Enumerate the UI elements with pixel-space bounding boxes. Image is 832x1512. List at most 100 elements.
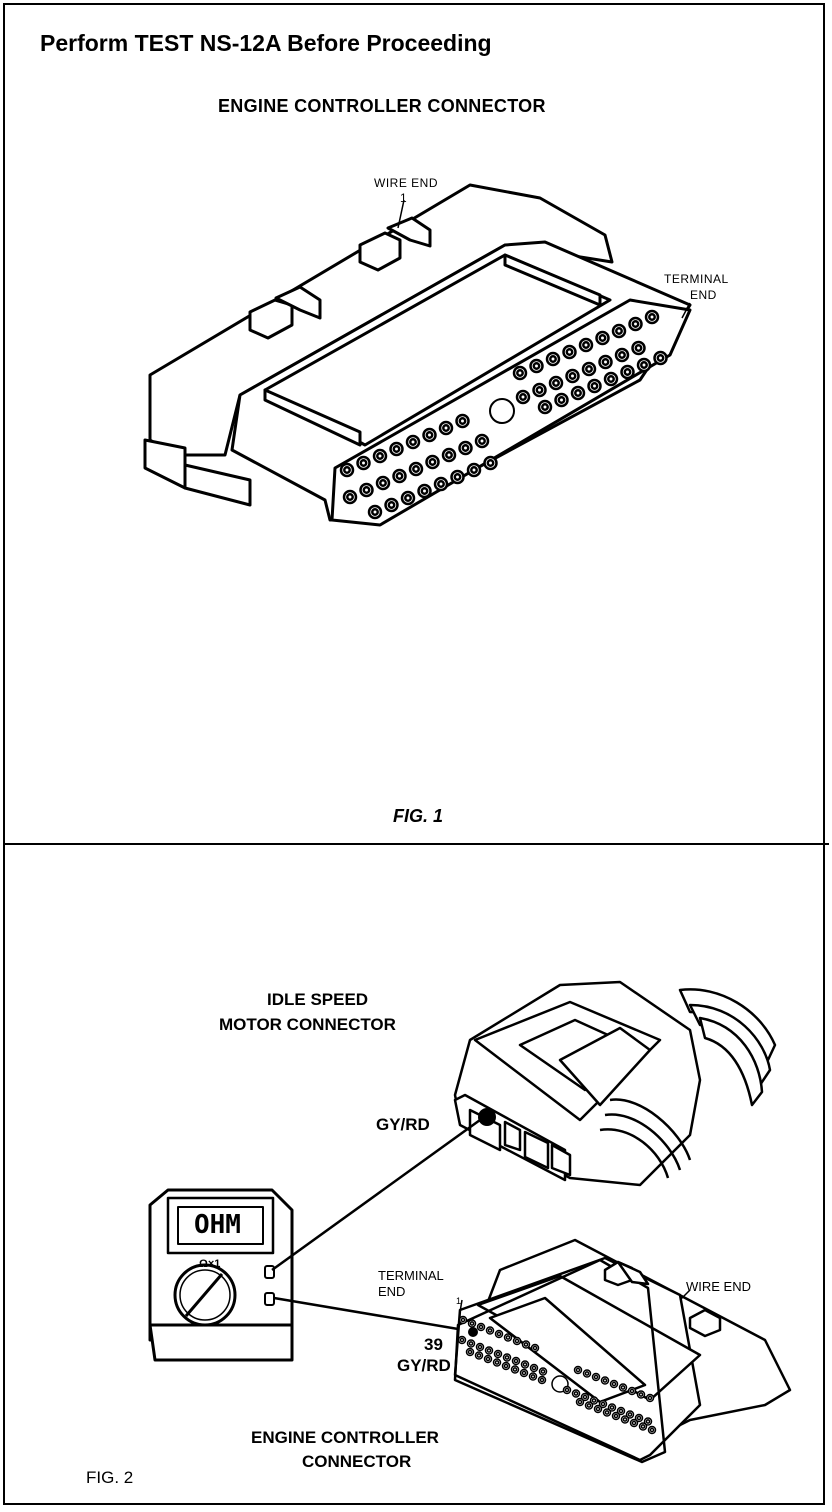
terminal-pin-center (516, 369, 524, 377)
fig1-terminal-end-label: END (690, 288, 717, 302)
meter-display: OHM (194, 1210, 241, 1240)
terminal-pin-center (627, 1412, 633, 1417)
page-border (3, 3, 825, 1505)
terminal-pin-center (461, 444, 470, 452)
terminal-pin-center (552, 379, 560, 387)
terminal-pin-center (535, 386, 544, 394)
terminal-pin-center (485, 1356, 491, 1362)
terminal-pin-center (618, 351, 626, 359)
terminal-pin-center (459, 1337, 465, 1343)
fig2-terminal-end-label: END (378, 1284, 406, 1299)
terminal-pin-center (532, 362, 541, 370)
fig1-caption: FIG. 1 (393, 806, 444, 826)
terminal-pin-center (346, 493, 354, 501)
terminal-pin-center (640, 1424, 646, 1429)
terminal-pin-center (634, 344, 643, 352)
terminal-pin-center (496, 1331, 502, 1337)
terminal-pin-center (519, 393, 527, 401)
terminal-pin-center (645, 1419, 651, 1424)
fig2-caption: FIG. 2 (86, 1468, 134, 1487)
terminal-pin-center (425, 431, 434, 439)
terminal-pin-center (371, 508, 379, 516)
terminal-pin-center (574, 389, 582, 397)
idle-speed-label-2: MOTOR CONNECTOR (219, 1015, 396, 1034)
terminal-pin-center (514, 1338, 520, 1344)
terminal-pin-center (586, 1403, 592, 1408)
gyrd-top-label: GY/RD (376, 1115, 430, 1134)
terminal-pin-center (404, 494, 412, 502)
idle-speed-label-1: IDLE SPEED (267, 990, 369, 1009)
terminal-pin-center (622, 1417, 628, 1422)
gyrd-bottom-label: GY/RD (397, 1356, 451, 1375)
terminal-pin-center (522, 1362, 528, 1367)
terminal-pin-center (584, 1371, 590, 1376)
terminal-pin-center (478, 1324, 484, 1330)
terminal-pin-center (478, 437, 486, 445)
terminal-pin-center (460, 1317, 466, 1323)
terminal-pin-center (541, 403, 549, 411)
controller-label-1: ENGINE CONTROLLER (251, 1428, 439, 1447)
terminal-pin-center (486, 459, 495, 467)
terminal-pin-center (531, 1365, 537, 1371)
terminal-pin-center (387, 501, 396, 509)
terminal-pin-center (611, 1381, 617, 1387)
terminal-pin-center (595, 1406, 601, 1412)
terminal-pin-center (598, 334, 607, 342)
terminal-pin-center (409, 438, 417, 446)
terminal-pin-center (602, 1378, 608, 1383)
terminal-pin-center (530, 1374, 536, 1379)
terminal-pin-center (343, 466, 351, 474)
terminal-pin-center (620, 1385, 626, 1390)
terminal-pin-center (539, 1377, 545, 1383)
terminal-pin-center (420, 487, 429, 495)
terminal-pin-center (623, 368, 632, 376)
idle-speed-motor-connector (453, 980, 777, 1187)
terminal-pin-center (477, 1344, 483, 1350)
terminal-pin-center (412, 465, 420, 473)
fig2-engine-controller-connector (453, 1238, 792, 1464)
terminal-pin-center (512, 1367, 518, 1372)
test-lead-top (271, 1118, 481, 1272)
terminal-pin-center (521, 1370, 527, 1376)
terminal-pin-center (359, 459, 368, 467)
terminal-pin-center (428, 458, 437, 466)
fig2-wire-end-label: WIRE END (686, 1279, 751, 1294)
terminal-pin-center (467, 1349, 473, 1355)
terminal-pin-center (607, 375, 615, 383)
test-lead-bottom (273, 1296, 471, 1333)
terminal-pin-center (591, 1398, 597, 1403)
terminal-pin-center (379, 479, 387, 487)
terminal-pin-center (476, 1353, 482, 1358)
terminal-pin-center (494, 1360, 500, 1365)
terminal-pin-center (582, 341, 590, 349)
controller-label-2: CONNECTOR (302, 1452, 412, 1471)
terminal-pin-center (609, 1405, 615, 1410)
fig1-terminal-pins (339, 309, 668, 520)
terminal-pin-center (445, 451, 453, 459)
pin-39-label: 39 (424, 1335, 443, 1354)
fig2-terminal-label: TERMINAL (378, 1268, 444, 1283)
terminal-pin-center (638, 1392, 644, 1397)
fig1-terminal-label: TERMINAL (664, 272, 729, 286)
meter-range-label: Ω×1 (199, 1258, 221, 1270)
terminal-pin-center (577, 1399, 583, 1405)
terminal-pin-center (640, 361, 648, 369)
terminal-pin-center (395, 472, 404, 480)
ohmmeter (148, 1188, 294, 1362)
terminal-pin-center (540, 1369, 546, 1374)
terminal-pin-center (487, 1328, 493, 1333)
terminal-pin-center (648, 313, 656, 321)
terminal-pin-center (470, 466, 478, 474)
terminal-pin-center (618, 1408, 624, 1414)
terminal-pin-center (649, 1427, 655, 1433)
page-title: Perform TEST NS-12A Before Proceeding (40, 30, 492, 56)
terminal-pin-center (549, 355, 557, 363)
terminal-pin-center (523, 1342, 529, 1347)
terminal-pin-center (629, 1388, 635, 1394)
figure-divider (3, 843, 829, 845)
terminal-pin-center (469, 1321, 475, 1326)
terminal-pin-center (376, 452, 384, 460)
terminal-pin-center (613, 1413, 619, 1419)
